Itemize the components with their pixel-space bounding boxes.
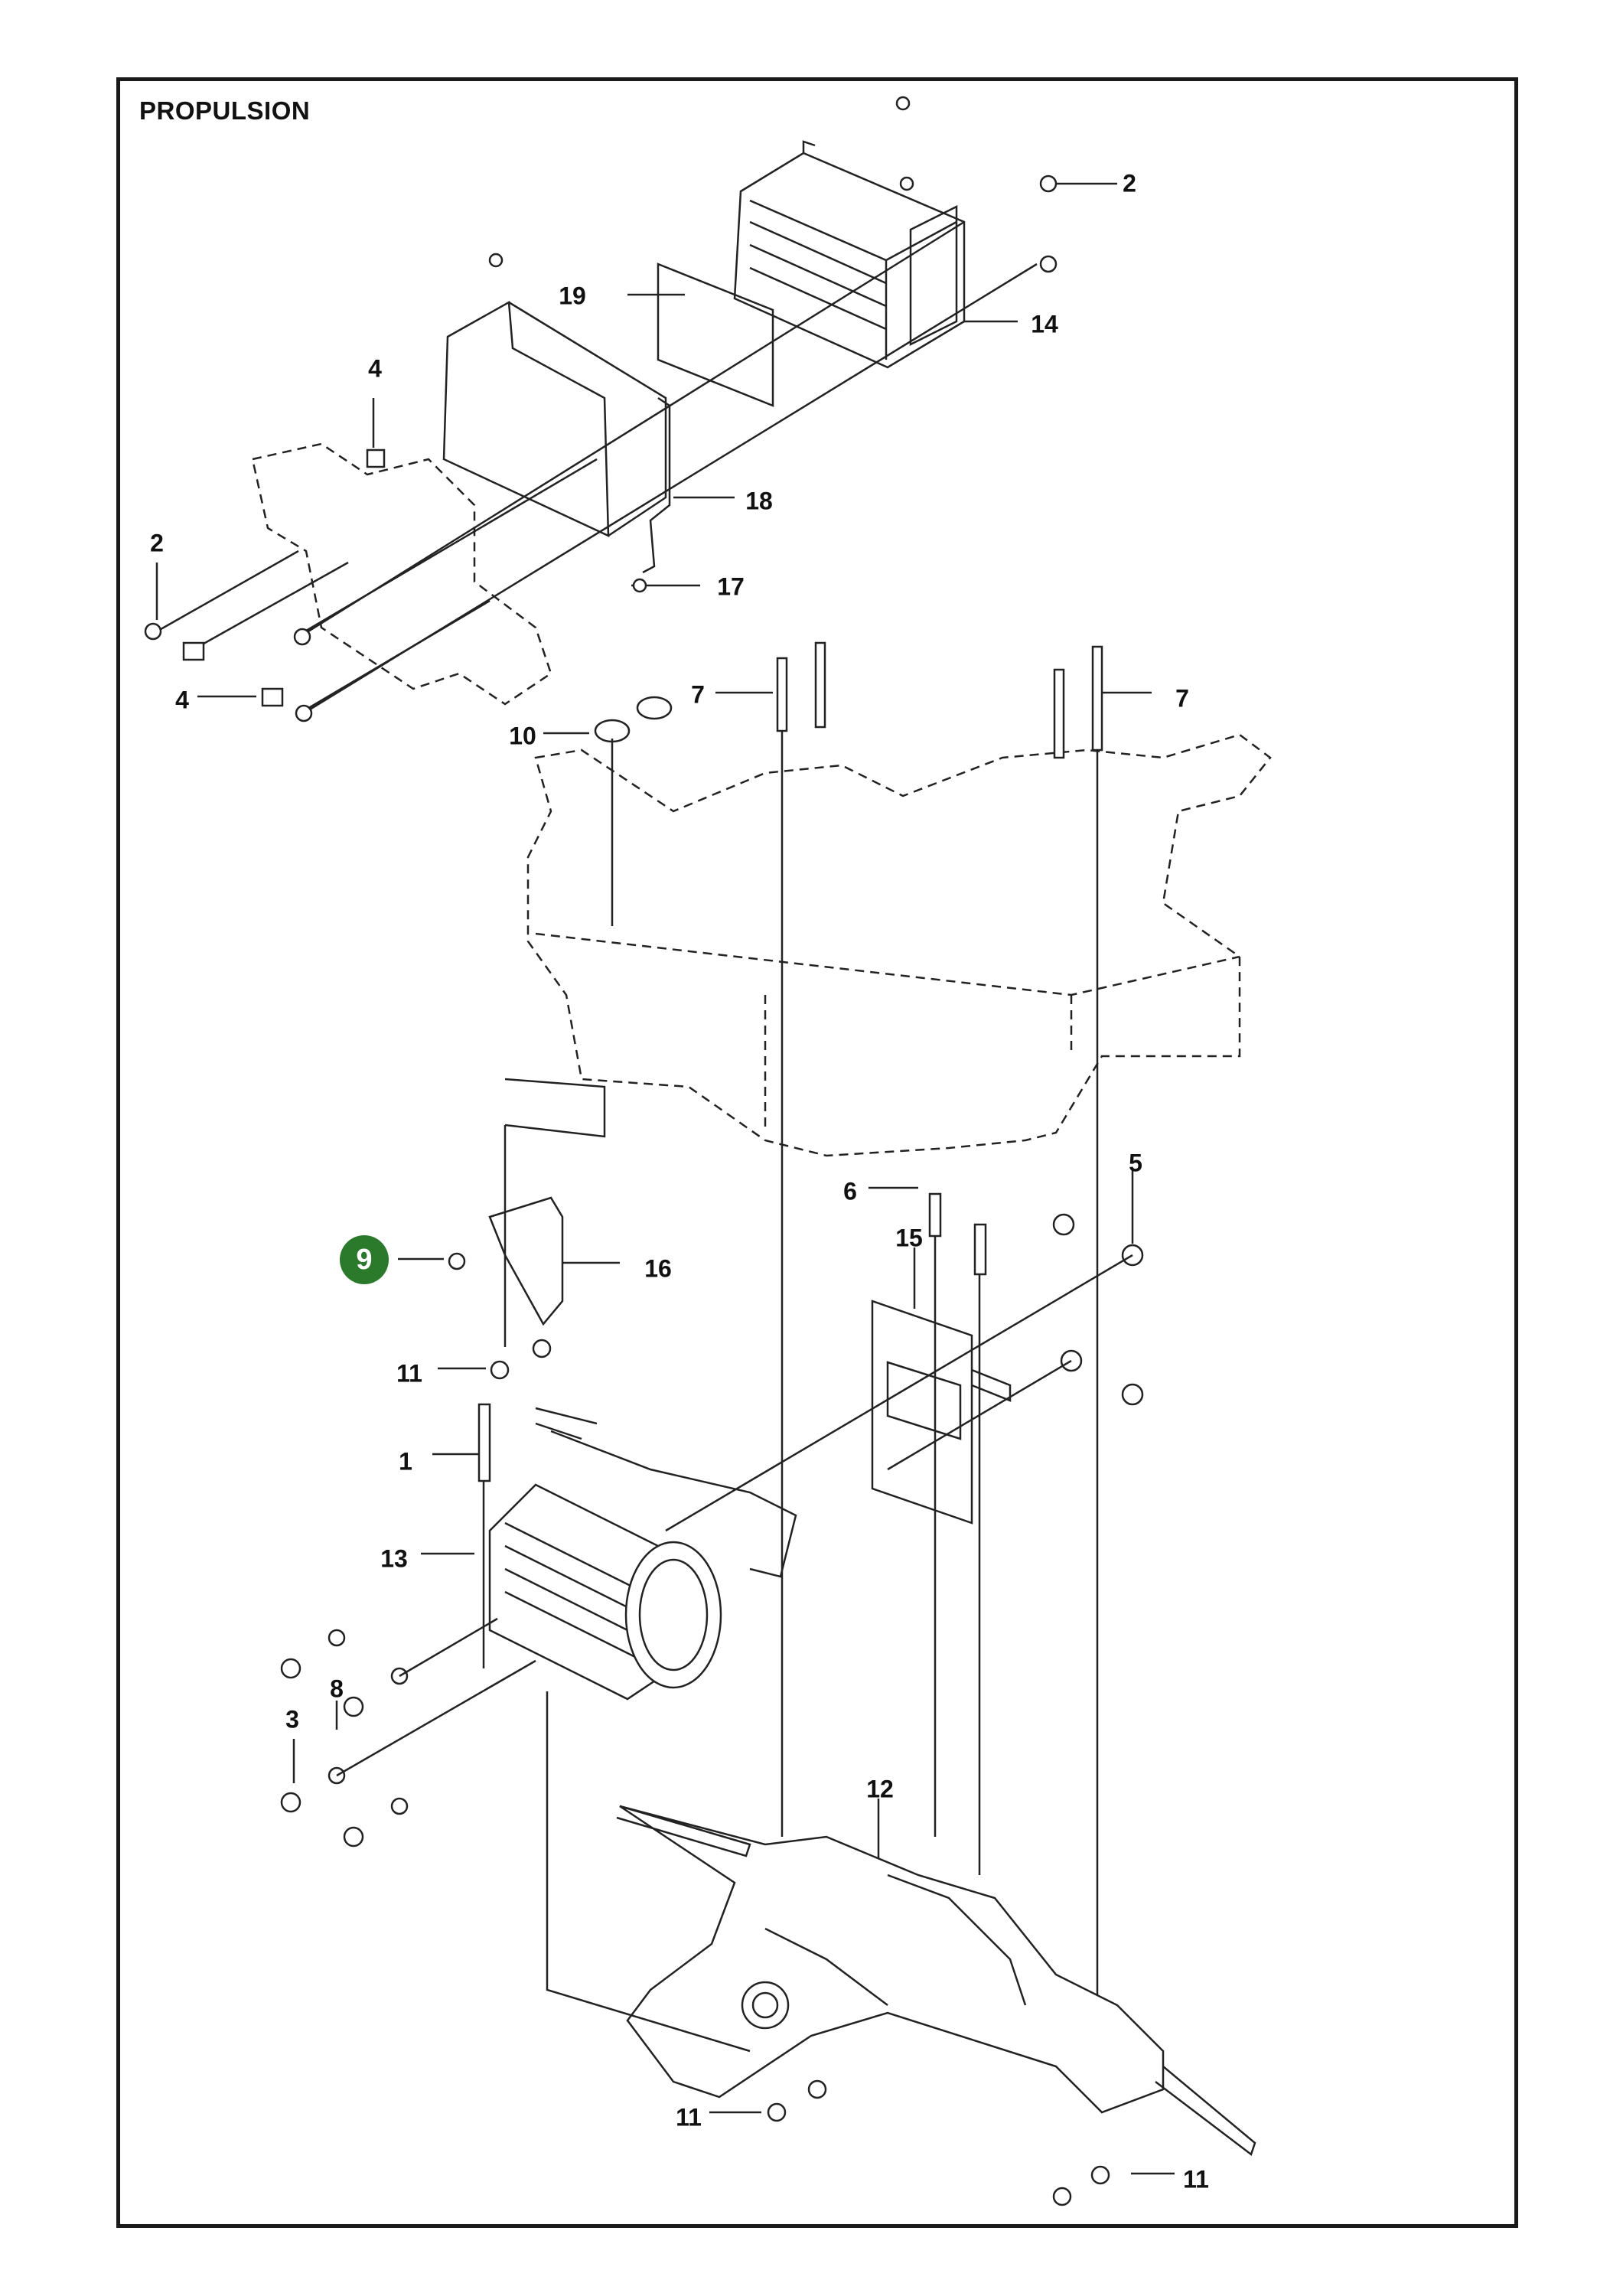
callout-7-right: 7 bbox=[1175, 684, 1189, 713]
callout-12: 12 bbox=[866, 1775, 894, 1803]
callout-18: 18 bbox=[745, 487, 773, 515]
callout-7-left: 7 bbox=[691, 680, 705, 709]
electric-motor bbox=[477, 1403, 797, 1701]
highlighted-callout-9[interactable]: 9 bbox=[340, 1235, 389, 1284]
dashed-chassis-frame bbox=[526, 733, 1272, 1157]
bolts-upper bbox=[144, 96, 1058, 722]
page-title: PROPULSION bbox=[139, 96, 311, 125]
callout-16: 16 bbox=[644, 1254, 672, 1283]
callout-11-bottom-left: 11 bbox=[676, 2103, 702, 2131]
dashed-seat-bracket bbox=[251, 442, 552, 706]
transaxle bbox=[546, 1691, 1256, 2206]
callout-5: 5 bbox=[1129, 1149, 1142, 1177]
leader-lines bbox=[155, 182, 1175, 2175]
controller-heatsink bbox=[733, 140, 966, 369]
callout-8: 8 bbox=[330, 1675, 344, 1703]
motor-bolts bbox=[280, 1617, 536, 1848]
callout-14: 14 bbox=[1031, 310, 1058, 338]
callout-17: 17 bbox=[717, 572, 745, 601]
callout-2-left: 2 bbox=[150, 529, 164, 557]
highlighted-callout-label: 9 bbox=[356, 1243, 373, 1276]
motor-mount-plate bbox=[665, 1192, 1144, 1875]
callout-15: 15 bbox=[895, 1224, 923, 1252]
insulation-plate bbox=[657, 263, 774, 407]
callout-2-top: 2 bbox=[1123, 169, 1136, 197]
callout-6: 6 bbox=[843, 1177, 857, 1205]
long-bolts bbox=[594, 641, 1103, 2066]
callout-4-top: 4 bbox=[368, 354, 382, 383]
callout-19: 19 bbox=[559, 282, 586, 310]
controller-bracket bbox=[442, 300, 671, 574]
callout-11-mid: 11 bbox=[396, 1359, 422, 1388]
motor-bracket bbox=[448, 1078, 606, 1380]
callout-1: 1 bbox=[399, 1447, 412, 1476]
callout-13: 13 bbox=[380, 1544, 408, 1573]
callout-11-bottom-right: 11 bbox=[1183, 2165, 1209, 2193]
callout-10: 10 bbox=[509, 722, 536, 750]
callout-3: 3 bbox=[285, 1705, 299, 1733]
callout-4-left: 4 bbox=[175, 686, 189, 714]
diagram-frame bbox=[116, 77, 1518, 2228]
